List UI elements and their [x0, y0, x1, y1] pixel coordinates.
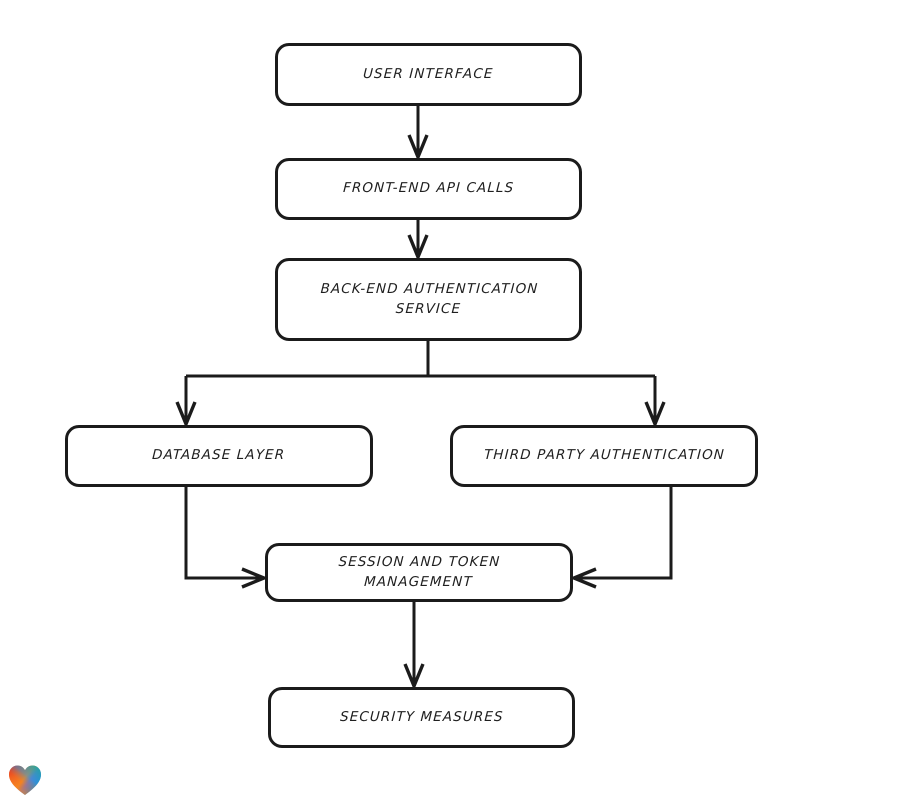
node-label: Session and Token Management: [338, 553, 501, 590]
edge-session-to-security: [403, 602, 425, 691]
edge-database-to-session: [184, 487, 269, 589]
node-third-party-authentication[interactable]: Third Party Authentication: [450, 425, 758, 487]
node-security-measures[interactable]: Security Measures: [268, 687, 575, 748]
node-label: Third Party Authentication: [483, 447, 725, 464]
node-label: Front-End API Calls: [342, 180, 515, 197]
edge-split-to-thirdparty: [644, 376, 666, 429]
edge-split-to-database: [175, 376, 197, 429]
heart-icon: [9, 765, 41, 795]
edge-frontend-to-backend: [407, 220, 429, 262]
node-database-layer[interactable]: Database Layer: [65, 425, 373, 487]
node-session-and-token-management[interactable]: Session and Token Management: [265, 543, 573, 602]
node-backend-authentication-service[interactable]: Back-End Authentication Service: [275, 258, 582, 341]
node-user-interface[interactable]: User Interface: [275, 43, 582, 106]
node-label: Security Measures: [339, 708, 504, 725]
node-label: User Interface: [362, 65, 495, 82]
edge-ui-to-frontend: [407, 106, 429, 162]
edge-backend-split: [186, 341, 655, 378]
node-label: Back-End Authentication Service: [319, 280, 539, 317]
edge-thirdparty-to-session: [569, 487, 673, 589]
node-frontend-api-calls[interactable]: Front-End API Calls: [275, 158, 582, 220]
node-label: Database Layer: [152, 447, 287, 464]
